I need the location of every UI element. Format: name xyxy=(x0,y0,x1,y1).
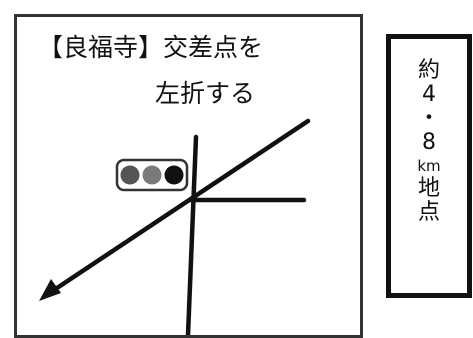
distance-char: 8 xyxy=(422,130,436,155)
distance-char: 地 xyxy=(417,176,440,201)
distance-panel: 約 4 ・ 8 km 地 点 xyxy=(386,34,472,298)
distance-char: km xyxy=(417,157,441,175)
traffic-signal-lamp-2 xyxy=(142,165,162,185)
distance-char: 点 xyxy=(417,200,440,225)
traffic-signal-lamp-1 xyxy=(120,165,140,185)
intersection-sign-panel: 【良福寺】交差点を 左折する xyxy=(14,14,363,338)
road-vertical xyxy=(185,134,199,335)
distance-char: 4 xyxy=(422,82,436,107)
distance-label: 約 4 ・ 8 km 地 点 xyxy=(391,59,467,225)
traffic-signal-icon xyxy=(115,158,189,192)
route-line xyxy=(48,118,311,295)
traffic-signal-lamp-3 xyxy=(164,165,184,185)
left-turn-arrow-icon xyxy=(39,118,311,301)
instruction-line-2: 左折する xyxy=(155,79,256,108)
intersection-diagram xyxy=(39,118,311,335)
distance-char: ・ xyxy=(417,106,440,131)
route-arrowhead xyxy=(39,279,61,301)
instruction-line-1: 【良福寺】交差点を xyxy=(38,33,264,62)
distance-char: 約 xyxy=(417,58,440,83)
